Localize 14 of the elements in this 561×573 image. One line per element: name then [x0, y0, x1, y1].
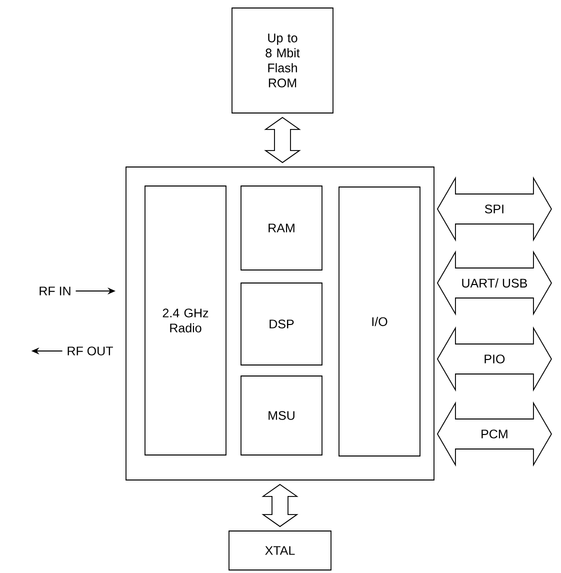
edge-label: PIO — [482, 354, 506, 364]
crystal-box: XTAL — [228, 530, 332, 570]
io-box: I/O — [338, 186, 420, 456]
signal-label: RF OUT — [68, 346, 113, 356]
edge-label: PCM — [480, 428, 510, 440]
dsp-box: DSP — [240, 282, 322, 366]
edge-label: UART/ USB — [460, 277, 529, 289]
radio-box: 2.4 GHz Radio — [144, 186, 226, 456]
edge-label: SPI — [483, 204, 506, 214]
msu-box: MSU — [240, 376, 322, 456]
chip-box — [126, 166, 434, 480]
memory-box: Up to 8 Mbit Flash ROM — [232, 8, 334, 114]
signal-label: RF IN — [40, 286, 70, 296]
ram-box: RAM — [240, 186, 322, 270]
